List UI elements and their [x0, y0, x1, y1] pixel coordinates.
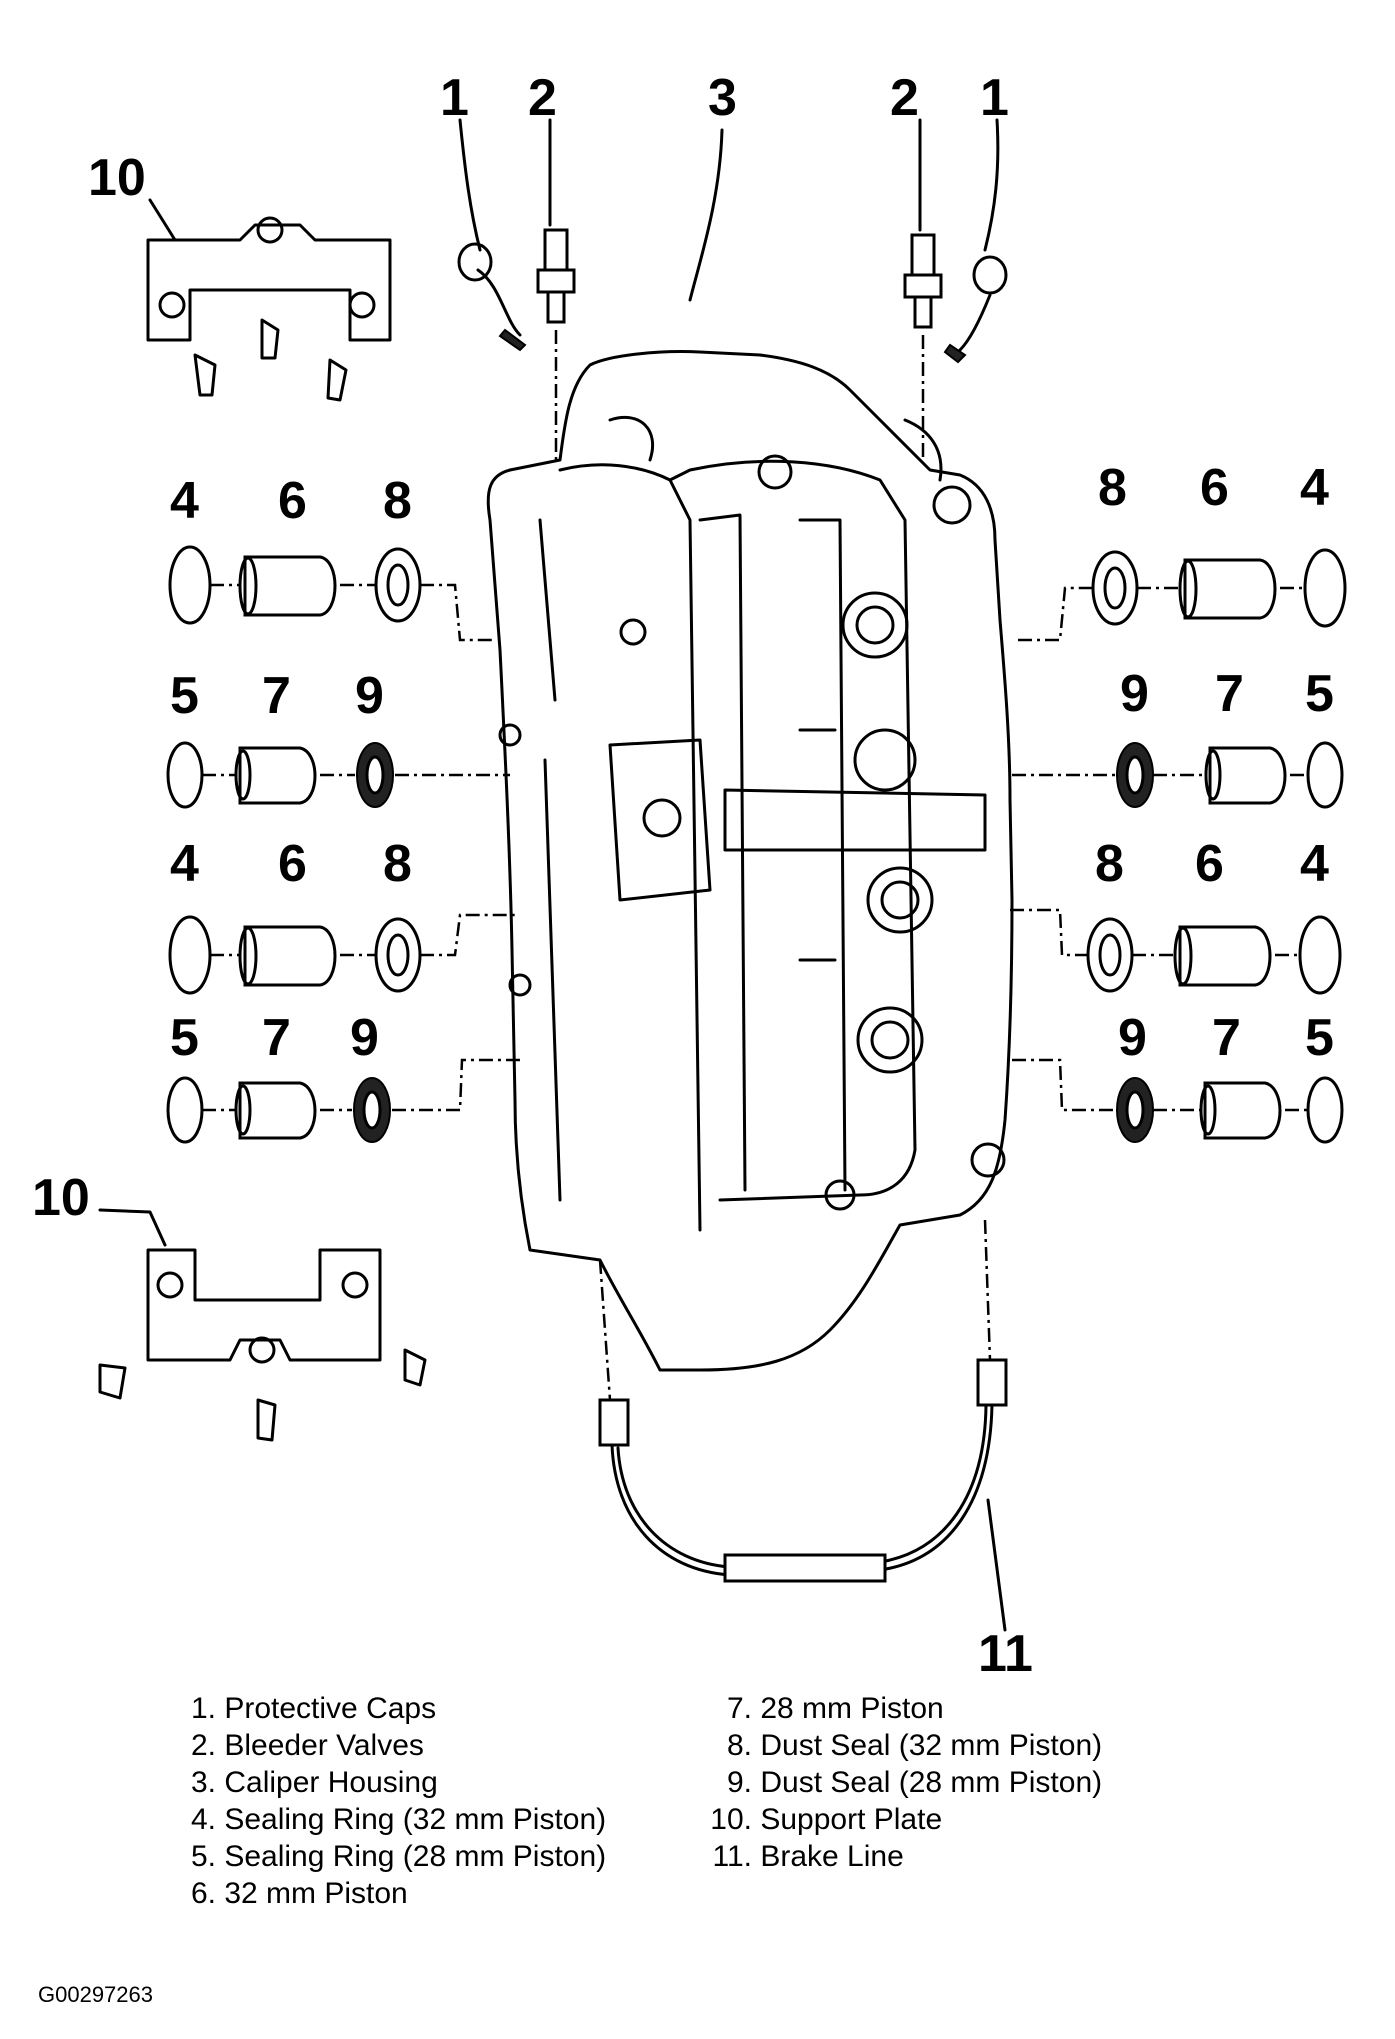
- callout-right-row4-c: 5: [1305, 1009, 1334, 1067]
- callout-left-row4-b: 7: [262, 1009, 291, 1067]
- legend-item: 1. Protective Caps: [190, 1692, 437, 1725]
- callout-right-row1-b: 6: [1200, 459, 1229, 517]
- callout-right-row1-a: 8: [1098, 459, 1127, 517]
- callout-left-row2-a: 5: [170, 667, 199, 725]
- callout-left-row4-c: 9: [350, 1009, 379, 1067]
- callout-left-row1-a: 4: [170, 472, 199, 530]
- callout-right-row3-b: 6: [1195, 835, 1224, 893]
- legend-item: 8. Dust Seal (32 mm Piston): [726, 1729, 1103, 1762]
- callout-right-row2-a: 9: [1120, 665, 1149, 723]
- legend-item: 9. Dust Seal (28 mm Piston): [726, 1766, 1103, 1799]
- callout-right-row3-a: 8: [1095, 835, 1124, 893]
- legend-item: 7. 28 mm Piston: [726, 1692, 944, 1725]
- legend-item: 4. Sealing Ring (32 mm Piston): [190, 1803, 607, 1836]
- support-plate-top-drawing: [146, 198, 392, 402]
- caliper-housing-drawing: [486, 350, 1014, 1372]
- callout-right-row3-c: 4: [1300, 835, 1329, 893]
- figure-id: G00297263: [38, 1982, 153, 2007]
- brake-line-drawing: [598, 1219, 1008, 1632]
- left-piston-stacks-drawing: [166, 545, 520, 1144]
- callout-right-row2-c: 5: [1305, 665, 1334, 723]
- callout-left-row2-b: 7: [262, 667, 291, 725]
- callout-11: 11: [978, 1625, 1033, 1683]
- callout-left-row1-b: 6: [278, 472, 307, 530]
- support-plate-bottom-drawing: [98, 1208, 427, 1442]
- callout-left-row2-c: 9: [355, 667, 384, 725]
- callout-right-row4-b: 7: [1212, 1009, 1241, 1067]
- callout-right-row2-b: 7: [1215, 665, 1244, 723]
- callout-left-row3-a: 4: [170, 835, 199, 893]
- callout-left-row4-a: 5: [170, 1009, 199, 1067]
- legend-item: 11. Brake Line: [712, 1840, 904, 1873]
- callout-1-right: 1: [980, 69, 1009, 127]
- callout-10-top: 10: [88, 149, 146, 207]
- callout-10-bottom: 10: [32, 1169, 90, 1227]
- callout-left-row3-c: 8: [383, 835, 412, 893]
- legend-right-column: 7. 28 mm Piston 8. Dust Seal (32 mm Pist…: [700, 1690, 1102, 1875]
- legend-item: 6. 32 mm Piston: [190, 1877, 408, 1910]
- callout-2-left: 2: [528, 69, 557, 127]
- legend-item: 2. Bleeder Valves: [190, 1729, 424, 1762]
- callout-left-row3-b: 6: [278, 835, 307, 893]
- caliper-exploded-diagram: [98, 118, 1347, 1632]
- legend-left-column: 1. Protective Caps 2. Bleeder Valves 3. …: [170, 1690, 606, 1912]
- callout-right-row4-a: 9: [1118, 1009, 1147, 1067]
- legend-item: 3. Caliper Housing: [190, 1766, 438, 1799]
- callout-2-right: 2: [890, 69, 919, 127]
- callout-1-left: 1: [440, 69, 469, 127]
- callout-left-row1-c: 8: [383, 472, 412, 530]
- callout-3: 3: [708, 69, 737, 127]
- bleeder-valves-drawing: [457, 118, 1008, 460]
- legend-item: 10. Support Plate: [710, 1803, 943, 1836]
- callout-right-row1-c: 4: [1300, 459, 1329, 517]
- right-piston-stacks-drawing: [1010, 548, 1347, 1144]
- legend-item: 5. Sealing Ring (28 mm Piston): [190, 1840, 607, 1873]
